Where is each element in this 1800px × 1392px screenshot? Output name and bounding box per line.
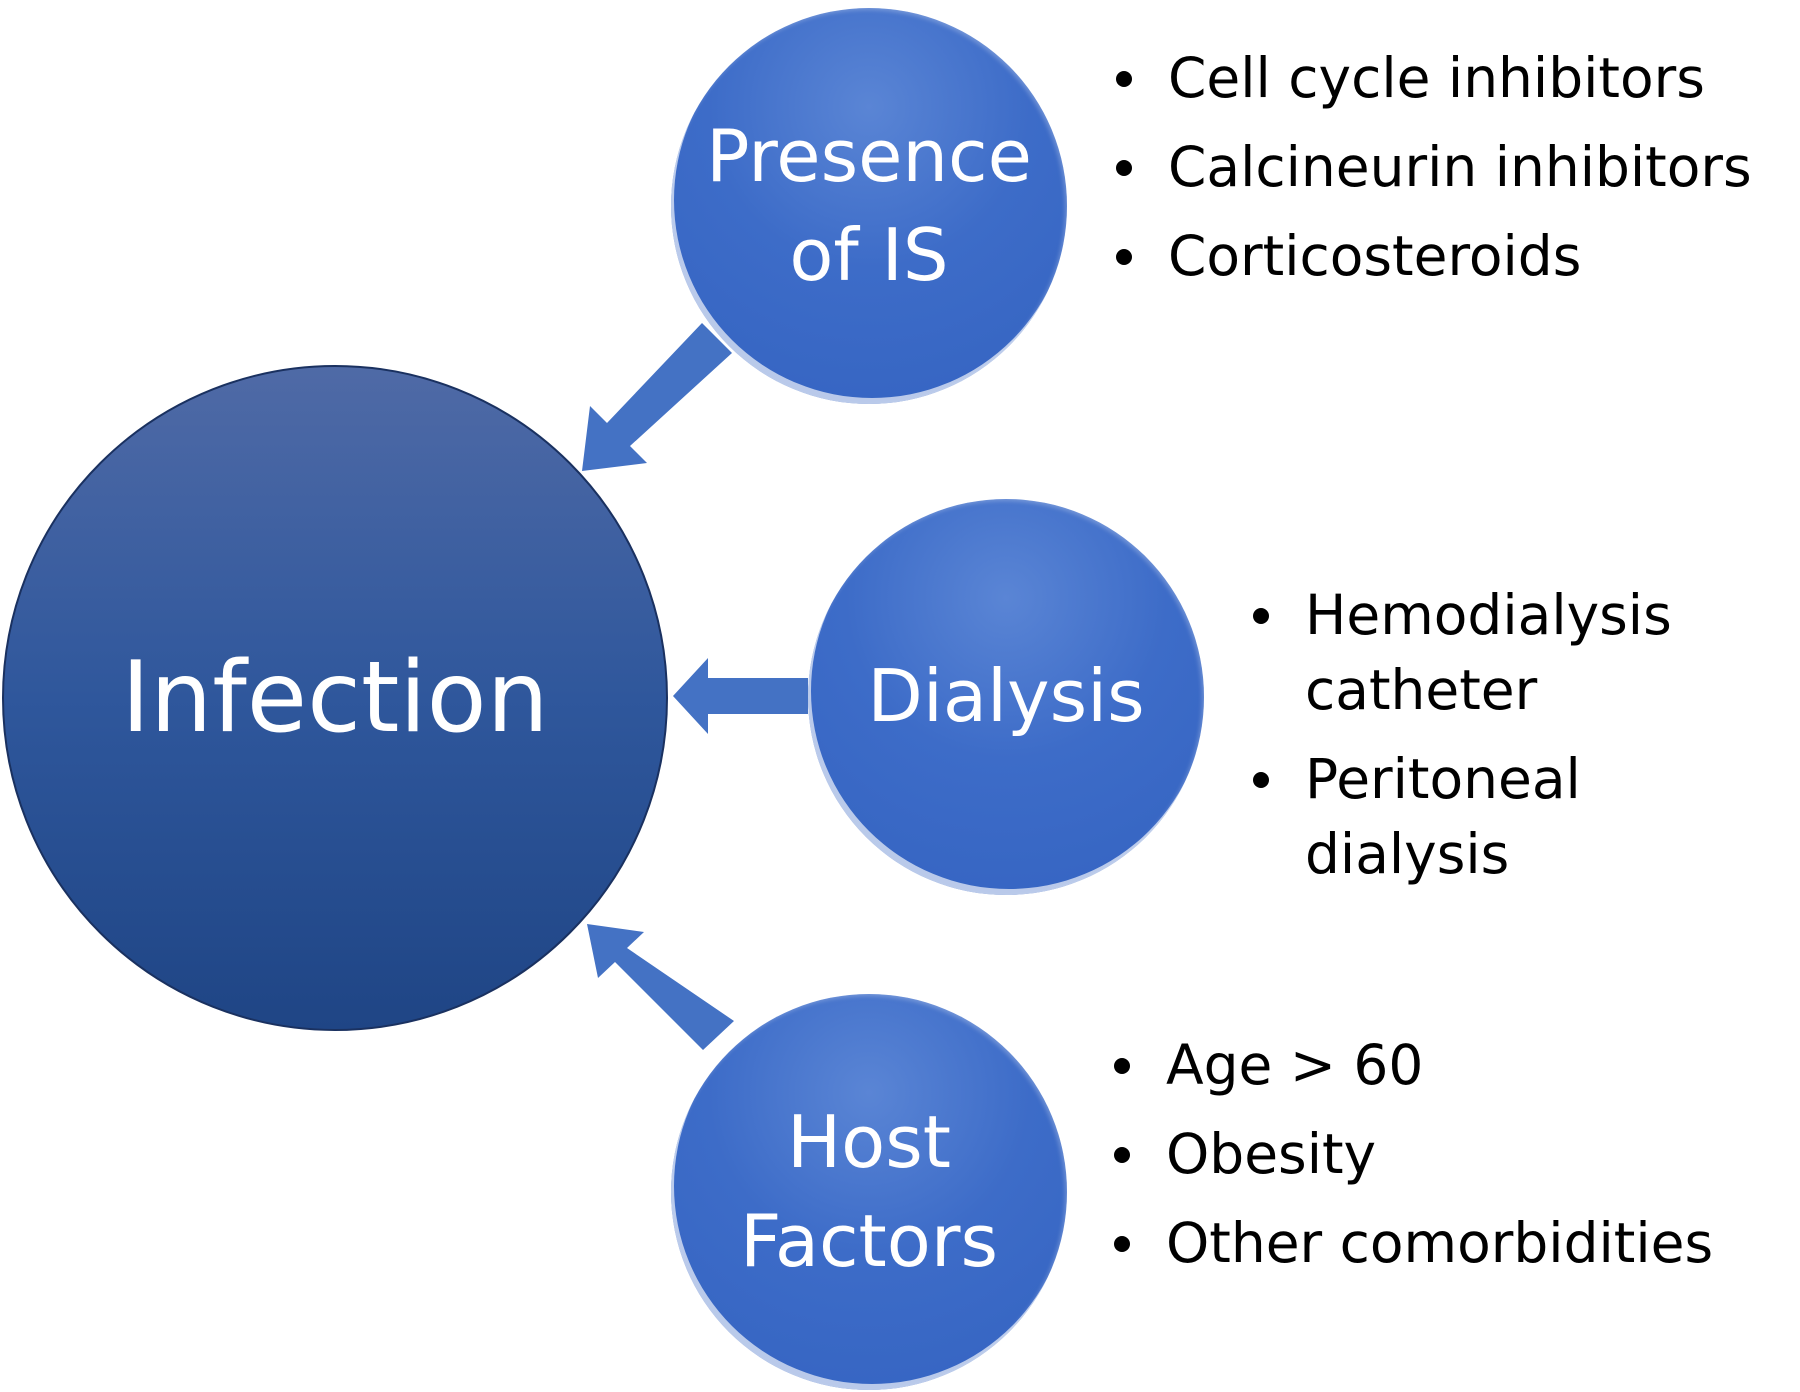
dialysis-label: Dialysis [867,654,1145,739]
list-item: Hemodialysis catheter [1249,578,1799,728]
host-factors-label-line-2: Factors [740,1199,998,1283]
host-factors-list: Age > 60 Obesity Other comorbidities [1110,1028,1750,1295]
list-item: Calcineurin inhibitors [1112,130,1772,205]
list-item: Peritoneal dialysis [1249,742,1799,892]
infection-label: Infection [121,641,549,755]
list-item: Obesity [1110,1117,1750,1192]
presence-of-is-label: Presence of IS [696,107,1042,306]
presence-of-is-circle: Presence of IS [671,8,1067,404]
list-item: Corticosteroids [1112,219,1772,294]
list-item: Cell cycle inhibitors [1112,41,1772,116]
host-factors-circle: Host Factors [671,994,1067,1390]
arrow-host-to-infection [587,924,734,1050]
arrow-is-to-infection [582,323,732,471]
dialysis-list: Hemodialysis catheter Peritoneal dialysi… [1249,578,1799,906]
dialysis-circle: Dialysis [808,499,1204,895]
presence-of-is-label-line-2: of IS [789,213,949,297]
infection-circle: Infection [2,365,668,1031]
presence-of-is-list: Cell cycle inhibitors Calcineurin inhibi… [1112,41,1772,308]
host-factors-label: Host Factors [730,1093,1008,1292]
presence-of-is-label-line-1: Presence [706,113,1032,198]
host-factors-label-line-1: Host [787,1099,951,1184]
list-item: Other comorbidities [1110,1206,1750,1281]
list-item: Age > 60 [1110,1028,1750,1103]
arrow-dialysis-to-infection [673,658,808,734]
